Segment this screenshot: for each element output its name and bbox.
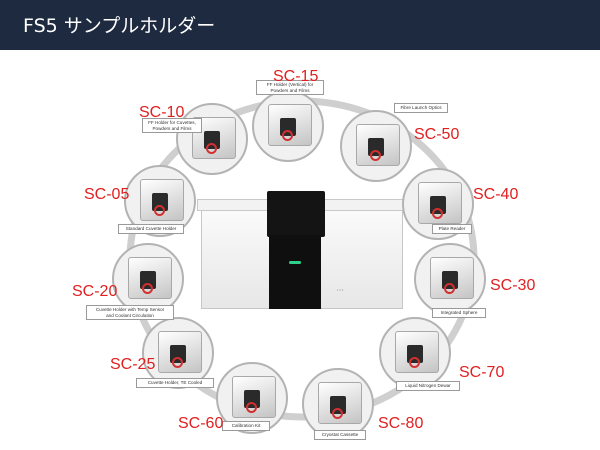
accessory-label-sc25: Cuvette Holder, TE Cooled: [136, 378, 214, 388]
accessory-code-sc05: SC-05: [84, 186, 130, 203]
brand-logo: • • •: [337, 287, 344, 292]
accessory-label-sc40: Plate Reader: [432, 224, 472, 234]
accessory-code-sc20: SC-20: [72, 283, 118, 300]
accessory-label-sc60: Calibration Kit: [222, 421, 270, 431]
accessory-code-sc80: SC-80: [378, 415, 424, 432]
accessory-label-sc30: Integrated Sphere: [432, 308, 486, 318]
accessory-image-sc80: [302, 368, 374, 440]
title-bar: FS5 サンプルホルダー: [0, 0, 600, 50]
accessory-code-sc50: SC-50: [414, 126, 460, 143]
accessory-image-sc70: [379, 317, 451, 389]
accessory-code-sc40: SC-40: [473, 186, 519, 203]
accessory-image-sc25: [142, 317, 214, 389]
accessory-image-sc30: [414, 243, 486, 315]
accessory-image-sc20: [112, 243, 184, 315]
sample-chamber: [269, 235, 321, 309]
accessory-image-sc50: [340, 110, 412, 182]
accessory-code-sc30: SC-30: [490, 277, 536, 294]
accessory-code-sc25: SC-25: [110, 356, 156, 373]
accessory-image-sc10: [176, 103, 248, 175]
accessory-label-sc15: FF Holder (Vertical) for Powders and Fil…: [256, 80, 324, 96]
accessory-label-sc80: Cryostat Cassette: [314, 430, 366, 440]
accessory-code-sc70: SC-70: [459, 364, 505, 381]
accessory-code-sc60: SC-60: [178, 415, 224, 432]
fs5-spectrometer-image: • • •: [197, 191, 407, 317]
accessory-code-sc15: SC-15: [273, 68, 319, 85]
laser-beam: [289, 261, 301, 264]
accessory-label-sc70: Liquid Nitrogen Dewar: [396, 381, 460, 391]
accessory-label-sc10: FF Holder for Cuvettes, Powders and Film…: [142, 118, 202, 134]
sample-chamber-lid: [267, 191, 325, 237]
accessory-label-sc05: Standard Cuvette Holder: [118, 224, 184, 234]
accessory-label-sc50: Fibre Launch Optics: [394, 103, 448, 113]
accessory-label-sc20: Cuvette Holder with Temp Sensor and Cool…: [86, 305, 174, 321]
accessory-code-sc10: SC-10: [139, 104, 185, 121]
slide-title: FS5 サンプルホルダー: [23, 15, 216, 37]
accessory-image-sc15: [252, 90, 324, 162]
